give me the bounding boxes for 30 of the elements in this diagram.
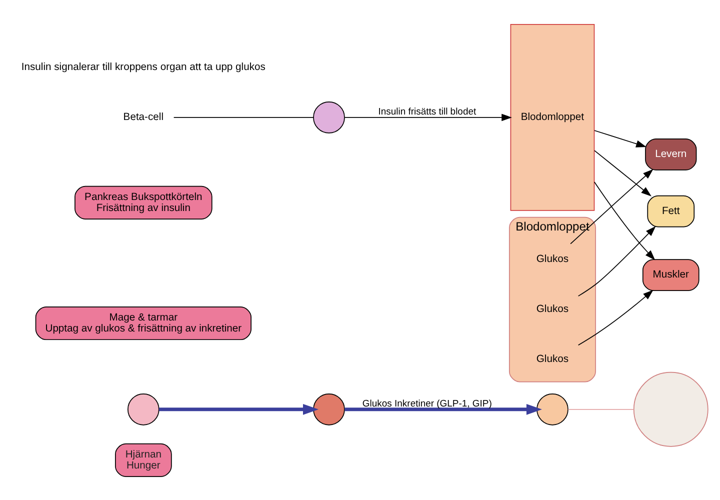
edge-label: Insulin frisätts till blodet bbox=[378, 106, 476, 118]
node-box: Pankreas Bukspottkörteln Frisättning av insulin bbox=[74, 185, 212, 219]
node-circle bbox=[633, 371, 708, 446]
arrow bbox=[578, 226, 656, 296]
arrow bbox=[570, 168, 654, 244]
node-circle bbox=[536, 392, 568, 425]
label: Insulin signalerar till kroppens organ att ta upp glukos bbox=[21, 62, 266, 73]
node-text: Glukos bbox=[536, 304, 569, 315]
node-text: Beta-cell bbox=[123, 112, 164, 123]
node-box: Blodomloppet bbox=[510, 24, 595, 210]
arrow bbox=[344, 403, 542, 414]
connector bbox=[173, 116, 314, 118]
arrow bbox=[344, 113, 512, 121]
arrow bbox=[159, 403, 319, 414]
connector bbox=[568, 408, 634, 410]
arrow bbox=[594, 150, 652, 196]
arrow bbox=[594, 181, 656, 260]
node-box: Muskler bbox=[642, 258, 700, 290]
node-box: Mage & tarmar Upptag av glukos & frisättning av inkretiner bbox=[35, 306, 252, 340]
arrow bbox=[578, 289, 654, 346]
node-circle bbox=[313, 392, 345, 425]
arrow bbox=[594, 130, 646, 147]
node-circle bbox=[313, 101, 345, 133]
node-box: Fett bbox=[647, 194, 695, 227]
node-text: Glukos bbox=[536, 254, 569, 265]
node-box: Levern bbox=[645, 138, 697, 170]
node-text: Glukos bbox=[536, 354, 569, 365]
edge-label: Glukos Inkretiner (GLP-1, GIP) bbox=[362, 398, 492, 410]
node-box: Hjärnan Hunger bbox=[115, 442, 172, 476]
node-circle bbox=[127, 392, 160, 425]
